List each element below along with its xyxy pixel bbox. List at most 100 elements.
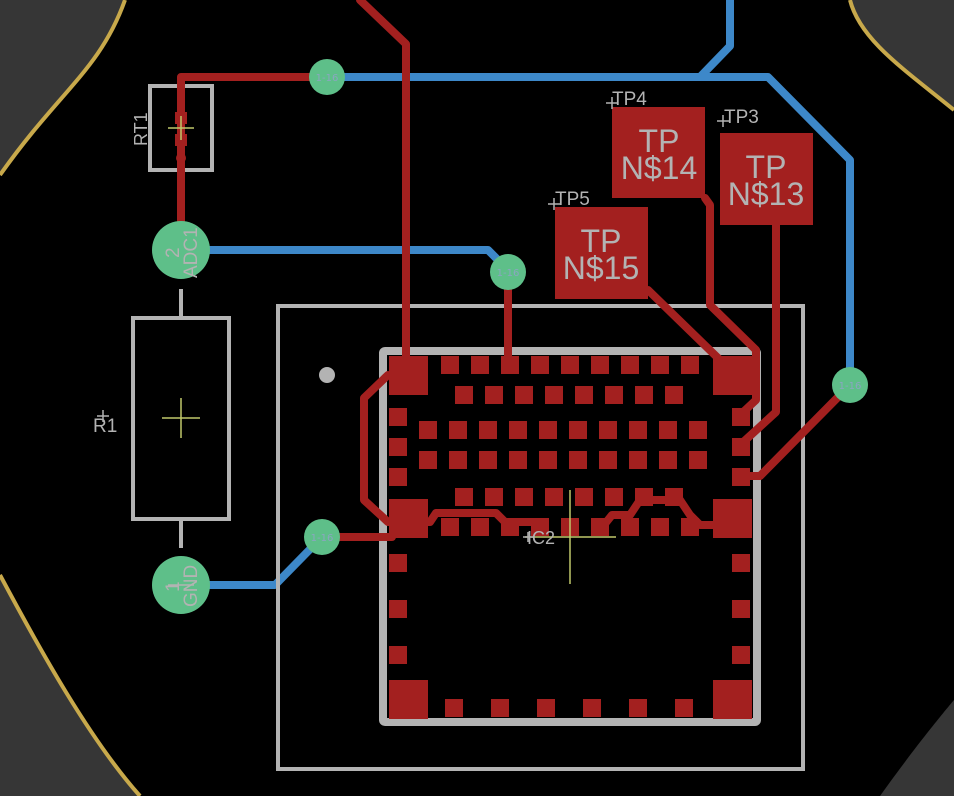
ic2-pad	[455, 488, 473, 506]
tp5-line2: N$15	[563, 250, 640, 286]
ic2-pad	[732, 468, 750, 486]
ic2-pad	[479, 421, 497, 439]
rt1-origin-cross	[168, 116, 194, 140]
ic2-pad	[455, 386, 473, 404]
via-top[interactable]: 1-16	[309, 59, 345, 95]
ic2-pad	[449, 421, 467, 439]
trace-gnd-blue	[177, 533, 326, 589]
testpad-tp3[interactable]: TP N$13	[720, 133, 813, 225]
ic2-pad	[441, 356, 459, 374]
ic2-pad	[501, 518, 519, 536]
ic2-pad	[629, 421, 647, 439]
ic2-pad	[681, 518, 699, 536]
ic2-pad	[651, 518, 669, 536]
pad-adc1[interactable]	[152, 221, 210, 279]
ic2-pad	[445, 699, 463, 717]
ic2-pad	[515, 386, 533, 404]
origin-crosses	[162, 398, 616, 584]
ic2-pad	[675, 699, 693, 717]
gnd-pin-number: 1	[163, 581, 184, 592]
ic2-outer-outline	[276, 304, 805, 771]
ic2-pad	[471, 518, 489, 536]
ic2-pad	[732, 600, 750, 618]
ic2-pad	[732, 646, 750, 664]
ic2-pad	[389, 499, 428, 538]
ic2-label: IC2	[527, 528, 555, 548]
ic2-pad	[491, 699, 509, 717]
gnd-label: GND	[181, 565, 202, 607]
tp3-line1: TP	[746, 149, 787, 185]
trace-tp3-red	[736, 221, 780, 449]
ic2-pad	[732, 554, 750, 572]
ic2-pad	[713, 680, 752, 719]
ic2-pads	[389, 356, 752, 719]
tp3-line2: N$13	[728, 176, 805, 212]
ic2-pad	[509, 421, 527, 439]
ic2-pad	[389, 438, 407, 456]
ic2-pad	[605, 386, 623, 404]
ic2-pad	[629, 699, 647, 717]
ic2-pad	[591, 518, 609, 536]
tp4-name-label: TP4	[612, 89, 647, 110]
via-left[interactable]: 1-16	[304, 519, 340, 555]
ic2-pin1-dot	[319, 367, 335, 383]
label-crosses	[97, 97, 729, 586]
tp5-name-label: TP5	[555, 189, 590, 210]
tp4-line1: TP	[639, 123, 680, 159]
ic2-pad	[599, 451, 617, 469]
ic2-pad	[621, 518, 639, 536]
trace-tp4-red	[701, 194, 760, 419]
ic2-pad	[629, 451, 647, 469]
via-center[interactable]: 1-16	[490, 254, 526, 290]
board-outline-left	[0, 0, 142, 796]
ic2-pad	[569, 421, 587, 439]
ic2-pad	[681, 356, 699, 374]
testpad-tp5[interactable]: TP N$15	[555, 207, 648, 299]
via-right-label: 1-16	[839, 381, 862, 392]
ic2-pad	[583, 699, 601, 717]
ic2-pad	[485, 488, 503, 506]
ic2-pad	[689, 451, 707, 469]
ic2-pad	[479, 451, 497, 469]
board-outline-right	[848, 0, 954, 112]
tp3-name-label: TP3	[724, 107, 759, 128]
ic2-pad	[389, 554, 407, 572]
tp5-line1: TP	[581, 223, 622, 259]
ic2-pad	[605, 488, 623, 506]
ic2-pad	[732, 438, 750, 456]
ic2-pad	[713, 356, 752, 395]
ic2-pad	[732, 408, 750, 426]
ic2-pad	[651, 356, 669, 374]
ic2-pad	[545, 488, 563, 506]
ic2-pad	[419, 421, 437, 439]
testpad-tp4[interactable]: TP N$14	[612, 107, 705, 198]
ic2-pad	[389, 680, 428, 719]
ic2-pad	[659, 451, 677, 469]
ic2-pad	[515, 488, 533, 506]
ic2-pad	[539, 421, 557, 439]
trace-main-red	[356, 0, 410, 379]
ic2-pad	[389, 646, 407, 664]
ic2-pad	[561, 356, 579, 374]
trace-tp5-red	[644, 286, 724, 364]
ic2-pad	[531, 518, 549, 536]
ic2-pad	[531, 356, 549, 374]
ic2-pad	[537, 699, 555, 717]
ic2-pad	[635, 386, 653, 404]
via-center-label: 1-16	[497, 268, 520, 279]
via-left-label: 1-16	[311, 533, 334, 544]
r1-label: R1	[93, 416, 117, 437]
ic2-pad	[575, 386, 593, 404]
ic2-pad	[389, 356, 428, 395]
ic2-pad	[665, 386, 683, 404]
tp4-line2: N$14	[621, 150, 698, 186]
ic2-pad	[665, 488, 683, 506]
ic2-pad	[509, 451, 527, 469]
adc1-label: ADC1	[181, 227, 202, 278]
ic2-pad	[659, 421, 677, 439]
ic2-pad	[713, 499, 752, 538]
trace-adc-blue	[177, 246, 512, 274]
ic2-pad	[389, 408, 407, 426]
via-right[interactable]: 1-16	[832, 367, 868, 403]
